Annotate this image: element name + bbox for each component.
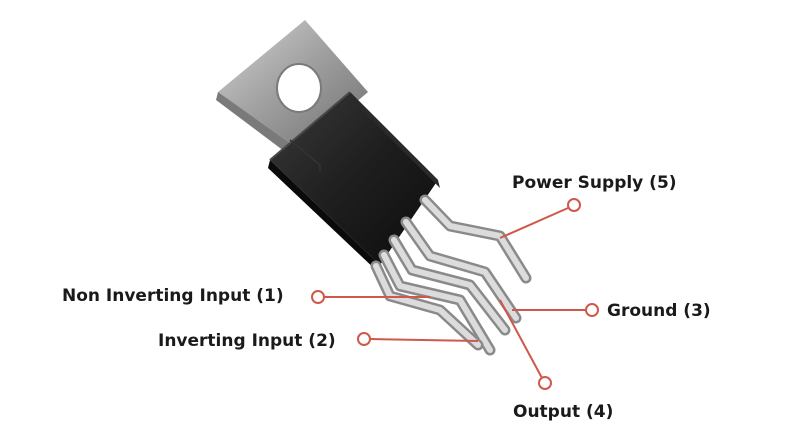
pin-label-non-inverting-input: Non Inverting Input (1) <box>62 286 284 306</box>
pin-leads <box>370 194 532 356</box>
mounting-hole <box>277 64 321 112</box>
callout-pin1 <box>311 290 430 304</box>
ic-body <box>268 91 440 272</box>
pin-label-ground: Ground (3) <box>607 301 711 321</box>
pin-label-inverting-input: Inverting Input (2) <box>158 331 336 351</box>
pin-label-output: Output (4) <box>513 402 614 422</box>
callout-pin5 <box>499 198 581 239</box>
callout-pin4 <box>499 299 552 390</box>
callouts <box>311 198 599 390</box>
pin-label-power-supply: Power Supply (5) <box>512 173 677 193</box>
callout-pin2 <box>357 332 479 346</box>
callout-pin3 <box>512 303 599 317</box>
